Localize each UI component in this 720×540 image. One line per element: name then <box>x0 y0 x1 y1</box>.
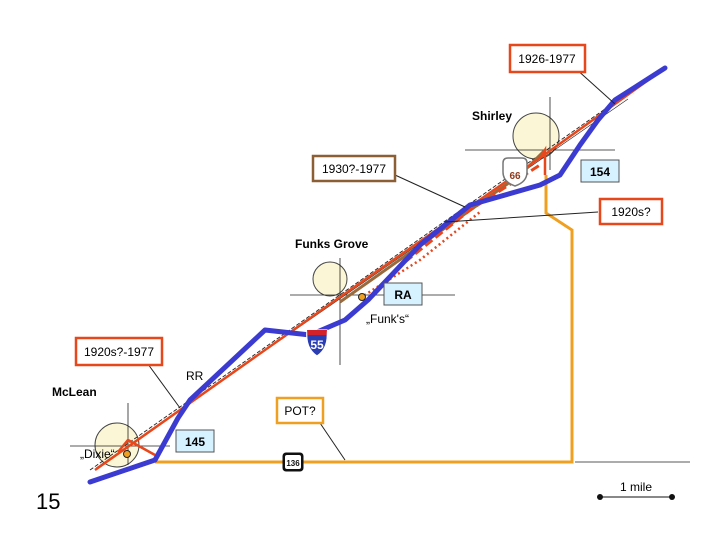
funks-marker <box>358 293 366 301</box>
scale-bar-label: 1 mile <box>620 480 652 494</box>
funks-grove-town-circle <box>312 261 348 297</box>
mclean-label: McLean <box>52 385 97 399</box>
pot-road <box>155 175 574 464</box>
route-box-154-text: 154 <box>590 165 610 179</box>
route66-1920s-dotted <box>359 211 481 300</box>
route-136-shield: 136 <box>282 452 304 472</box>
slide-number: 15 <box>36 489 60 514</box>
scale-bar: 1 mile <box>597 480 675 500</box>
callout-1930-1977: 1930?-1977 <box>311 154 397 183</box>
local-roads <box>70 97 690 465</box>
callout-1930-1977-text: 1930?-1977 <box>322 162 386 176</box>
callout-arrows <box>144 67 616 461</box>
route-box-ra-text: RA <box>394 288 412 302</box>
callout-1926-1977-text: 1926-1977 <box>518 52 576 66</box>
callout-1920s: 1920s? <box>598 197 664 226</box>
us-66-shield-text: 66 <box>509 171 521 182</box>
us-66-shield: 66 <box>502 157 528 187</box>
railroad-label: RR <box>186 369 204 383</box>
red-connector-shirley <box>538 145 547 175</box>
callout-1920s-text: 1920s? <box>611 205 651 219</box>
callout-pot-text: POT? <box>284 404 316 418</box>
interstate-55-shield-text: 55 <box>310 338 324 352</box>
interstate-55-shield: 55 <box>306 329 328 357</box>
funks-label: „Funk's“ <box>366 312 409 326</box>
dixie-marker <box>123 450 131 458</box>
route-box-154: 154 <box>580 159 620 183</box>
route-box-145-text: 145 <box>185 435 205 449</box>
funks-grove-label: Funks Grove <box>295 237 369 251</box>
callout-1920s-1977: 1920s?-1977 <box>74 336 164 367</box>
callout-pot: POT? <box>275 396 325 425</box>
dixie-label: „Dixie“ <box>80 447 115 461</box>
red-connector-mclean <box>117 438 156 457</box>
callout-1920s-1977-text: 1920s?-1977 <box>84 345 154 359</box>
route-box-ra: RA <box>383 282 423 306</box>
route-box-145: 145 <box>175 429 215 453</box>
route-136-shield-text: 136 <box>286 459 300 468</box>
shirley-label: Shirley <box>472 109 512 123</box>
shirley-town-circle <box>512 112 560 160</box>
callout-1926-1977: 1926-1977 <box>508 43 587 74</box>
route66-1926-alignment <box>94 66 666 472</box>
interstate-55-route <box>87 65 668 485</box>
